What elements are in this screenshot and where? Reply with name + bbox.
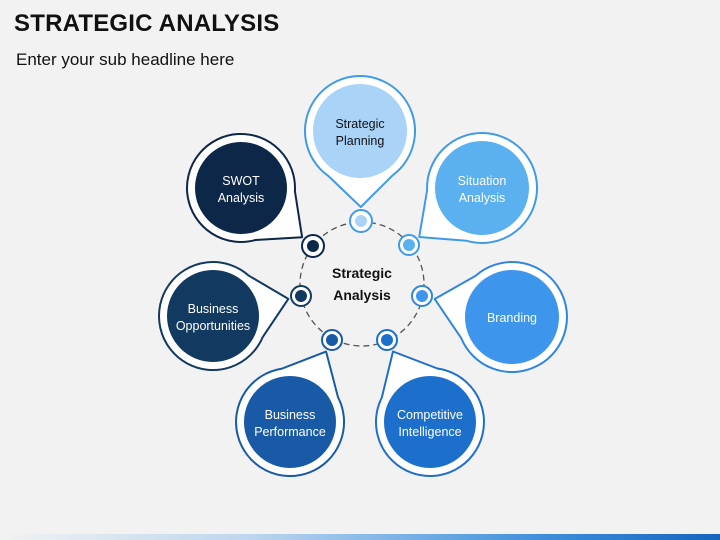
node-circle-competitive-intelligence — [384, 376, 476, 468]
node-label-situation-analysis-line1: Situation — [458, 174, 507, 188]
node-circle-business-performance — [244, 376, 336, 468]
connector-dot-branding — [416, 290, 428, 302]
node-circle-swot-analysis — [195, 142, 287, 234]
node-label-business-performance-line2: Performance — [254, 425, 326, 439]
node-circle-branding — [465, 270, 559, 364]
connector-dot-business-opportunities — [295, 290, 307, 302]
connector-dot-competitive-intelligence — [381, 334, 393, 346]
node-label-competitive-intelligence-line1: Competitive — [397, 408, 463, 422]
node-label-business-opportunities-line2: Opportunities — [176, 319, 250, 333]
node-label-swot-analysis-line1: SWOT — [222, 174, 260, 188]
node-label-branding-line1: Branding — [487, 311, 537, 325]
node-circle-situation-analysis — [435, 141, 529, 235]
node-label-competitive-intelligence-line2: Intelligence — [398, 425, 461, 439]
page-title: STRATEGIC ANALYSIS — [14, 10, 280, 37]
center-label-line1: Strategic — [332, 265, 392, 281]
connector-dot-business-performance — [326, 334, 338, 346]
node-label-strategic-planning-line2: Planning — [336, 134, 385, 148]
bottom-accent-bar — [0, 534, 720, 540]
center-label-line2: Analysis — [333, 287, 391, 303]
page-subtitle: Enter your sub headline here — [16, 50, 235, 69]
node-circle-strategic-planning — [313, 84, 407, 178]
node-label-situation-analysis-line2: Analysis — [459, 191, 506, 205]
node-label-swot-analysis-line2: Analysis — [218, 191, 265, 205]
node-label-business-performance-line1: Business — [265, 408, 316, 422]
connector-dot-swot-analysis — [307, 240, 319, 252]
node-circle-business-opportunities — [167, 270, 259, 362]
node-label-business-opportunities-line1: Business — [188, 302, 239, 316]
connector-dot-strategic-planning — [355, 215, 367, 227]
node-label-strategic-planning-line1: Strategic — [335, 117, 384, 131]
connector-dot-situation-analysis — [403, 239, 415, 251]
